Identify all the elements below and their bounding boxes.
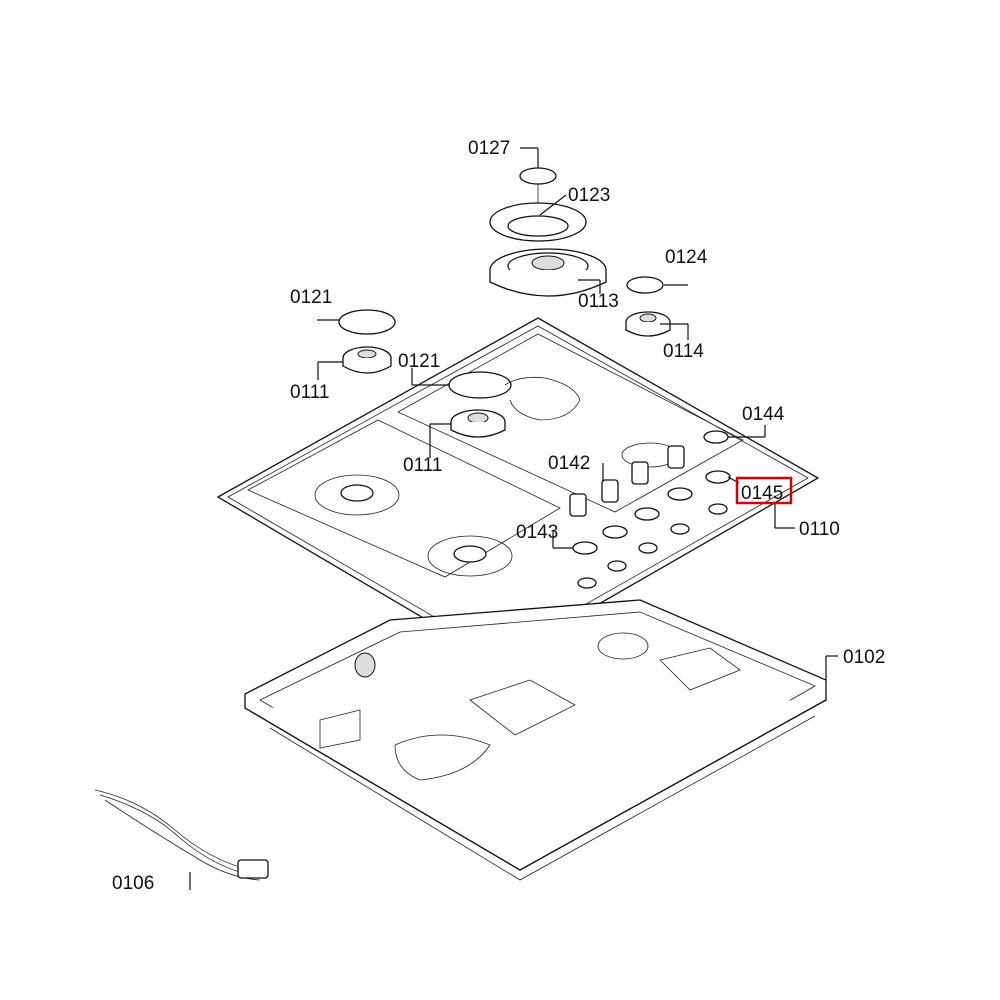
burner-large-assembly: [489, 167, 607, 297]
cooktop-top-plate: [216, 317, 820, 663]
label-0106: 0106: [112, 873, 154, 894]
label-0121-plate: 0121: [398, 351, 440, 372]
label-0142: 0142: [548, 453, 590, 474]
knob-rings: [572, 470, 731, 589]
label-0111-plate: 0111: [403, 455, 442, 476]
label-0111-left: 0111: [290, 382, 329, 403]
leader-lines: [189, 147, 838, 890]
label-0110: 0110: [799, 519, 840, 540]
label-0143: 0143: [516, 522, 558, 543]
label-0113: 0113: [578, 291, 619, 312]
highlight-box-0145: [735, 476, 793, 505]
part-labels: 0127 0123 0124 0113 0114 0121 0111 0121 …: [112, 138, 885, 894]
burner-loose-left: [338, 309, 396, 374]
label-0145: 0145: [741, 483, 783, 504]
burner-small-right: [625, 276, 671, 337]
label-0123: 0123: [568, 185, 610, 206]
power-cable: [94, 789, 269, 881]
control-knobs: [569, 430, 729, 517]
label-0127: 0127: [468, 138, 510, 159]
label-0124: 0124: [665, 247, 708, 268]
label-0102: 0102: [843, 647, 885, 668]
label-0114: 0114: [663, 341, 704, 362]
label-0144: 0144: [742, 404, 785, 425]
label-0121-top: 0121: [290, 287, 332, 308]
base-tray: [244, 599, 827, 881]
